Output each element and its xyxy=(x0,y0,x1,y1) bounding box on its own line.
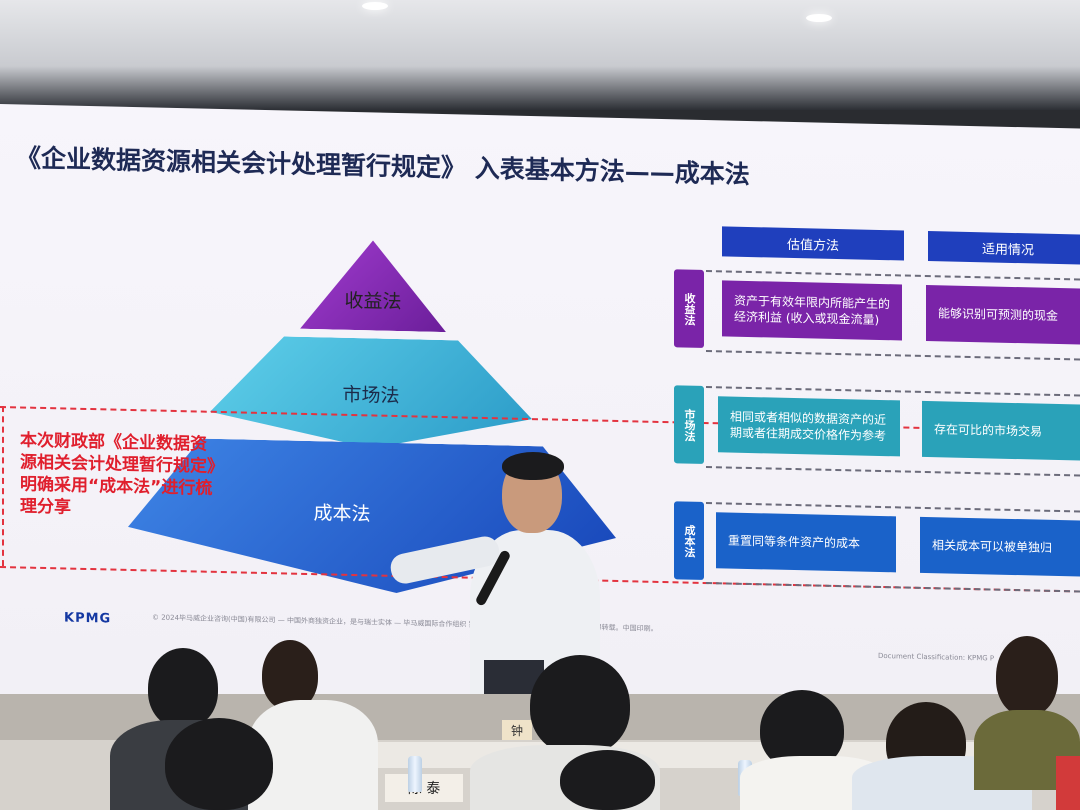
presenter-hair xyxy=(502,452,564,480)
name-sign: 陈 泰 xyxy=(385,774,463,802)
footer-classification: Document Classification: KPMG P xyxy=(878,651,995,663)
table-cell-method: 资产于有效年限内所能产生的经济利益 (收入或现金流量) xyxy=(722,280,902,341)
highlight-dash-left xyxy=(2,406,4,567)
ceiling-light xyxy=(806,14,832,22)
table-header-method: 估值方法 xyxy=(722,226,904,261)
footer-copyright-main: © 2024毕马威企业咨询(中国)有限公司 — 中国外商独资企业，是与瑞士实体 … xyxy=(152,613,467,629)
table-cell-condition: 相关成本可以被单独归 xyxy=(920,516,1080,577)
red-callout-note: 本次财政部《企业数据资源相关会计处理暂行规定》明确采用“成本法”进行梳理分享 xyxy=(20,430,216,518)
row-tag-cost: 成本法 xyxy=(674,501,704,580)
table-cell-method: 重置同等条件资产的成本 xyxy=(716,512,896,573)
ceiling xyxy=(0,0,1080,110)
row-tag-market: 市场法 xyxy=(674,385,704,464)
table-cell-condition: 存在可比的市场交易 xyxy=(922,400,1080,461)
kpmg-logo: KPMG xyxy=(64,610,112,627)
audience-head xyxy=(530,655,630,755)
audience-head xyxy=(996,636,1058,716)
pyramid-tier-market: 市场法 xyxy=(210,335,532,452)
pyramid-label-income: 收益法 xyxy=(344,289,402,313)
table-cell-method: 相同或者相似的数据资产的近期或者往期成交价格作为参考 xyxy=(718,396,900,457)
slide-title: 《企业数据资源相关会计处理暂行规定》 入表基本方法——成本法 xyxy=(16,143,750,190)
audience-head xyxy=(560,750,655,810)
table-cell-condition: 能够识别可预测的现金 xyxy=(926,285,1080,345)
pyramid-tier-income: 收益法 xyxy=(300,239,446,332)
audience-head xyxy=(165,718,273,810)
water-bottle xyxy=(408,756,422,792)
pyramid-label-market: 市场法 xyxy=(342,383,400,407)
name-sign-small: 钟 xyxy=(502,720,532,740)
red-cup xyxy=(1056,756,1080,810)
row-tag-income: 收益法 xyxy=(674,269,704,348)
ceiling-light xyxy=(362,2,388,10)
pyramid-label-cost: 成本法 xyxy=(313,501,371,525)
table-header-condition: 适用情况 xyxy=(928,231,1080,265)
audience-head xyxy=(148,648,218,728)
audience-head xyxy=(262,640,318,710)
